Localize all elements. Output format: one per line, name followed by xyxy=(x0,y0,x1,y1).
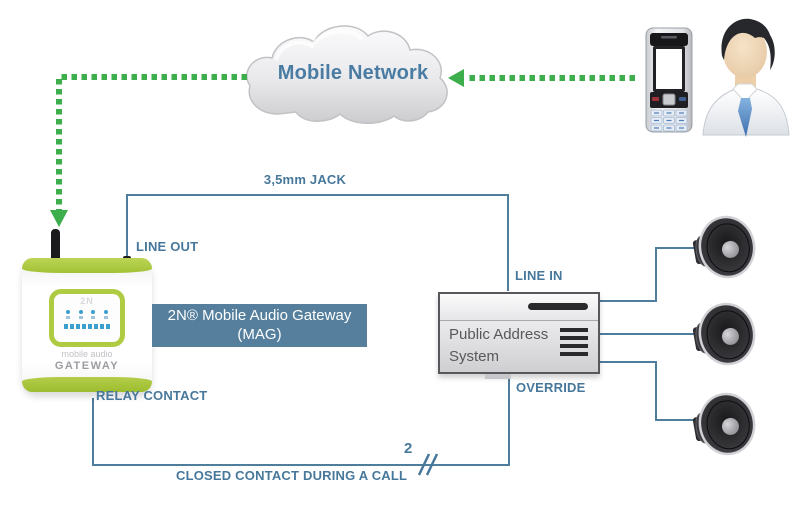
call-icon xyxy=(91,316,96,319)
gateway-device: 2N mobile audio GATEWAY xyxy=(22,258,152,392)
arrow-cloud-to-gateway xyxy=(50,74,247,227)
override-label: OVERRIDE xyxy=(516,380,586,395)
pa-stand xyxy=(485,374,511,379)
caller-icon xyxy=(702,18,790,137)
antenna-icon xyxy=(51,229,60,266)
closed-contact-label: CLOSED CONTACT DURING A CALL xyxy=(176,468,408,483)
speaker-icon-1 xyxy=(692,215,756,279)
device-bottom-band xyxy=(22,377,152,392)
jack-wire-label: 3,5mm JACK xyxy=(263,172,347,187)
wire-count-label: 2 xyxy=(404,440,413,457)
product-banner: 2N® Mobile Audio Gateway (MAG) xyxy=(152,304,367,347)
arrow-phone-to-cloud xyxy=(448,69,635,87)
two-wire-marker xyxy=(417,453,439,476)
device-front-panel: 2N xyxy=(49,289,125,347)
speaker-icon-2 xyxy=(692,302,756,366)
device-top-band xyxy=(22,258,152,273)
banner-subtitle: (MAG) xyxy=(237,325,282,343)
pa-vent-bar xyxy=(560,352,588,356)
led-icon xyxy=(103,310,108,314)
relay-contact-label: RELAY CONTACT xyxy=(96,388,208,403)
device-led-row xyxy=(62,310,112,314)
cloud-icon xyxy=(246,25,448,124)
wire-jack xyxy=(126,194,509,291)
pa-vent-bar xyxy=(560,344,588,348)
mobile-phone-icon xyxy=(645,27,693,133)
wire-speaker-3 xyxy=(600,361,697,421)
wire-relay xyxy=(92,378,510,466)
settings-icon xyxy=(103,316,108,319)
speaker-icon-3 xyxy=(692,392,756,456)
pa-system-label: Public Address System xyxy=(449,324,548,368)
power-icon xyxy=(66,316,71,319)
device-logo: 2N xyxy=(80,296,94,306)
device-brand-line2: GATEWAY xyxy=(54,359,120,372)
led-icon xyxy=(91,310,96,314)
cloud-label: Mobile Network xyxy=(277,62,429,84)
led-icon xyxy=(78,310,83,314)
pa-label-line2: System xyxy=(449,347,500,365)
wires xyxy=(92,194,697,466)
led-icon xyxy=(66,310,71,314)
pa-vent-bar xyxy=(560,336,588,340)
line-out-label: LINE OUT xyxy=(136,239,199,254)
signal-icon xyxy=(78,316,83,319)
device-status-icons xyxy=(62,316,112,319)
pa-display-bar xyxy=(528,303,588,310)
pa-vent-bar xyxy=(560,328,588,332)
wire-speaker-1 xyxy=(600,247,697,302)
pa-label-line1: Public Address xyxy=(449,326,549,343)
device-brand: mobile audio GATEWAY xyxy=(22,349,152,372)
device-brand-line1: mobile audio xyxy=(61,349,113,359)
device-label-strip xyxy=(64,324,110,329)
pa-system-box: Public Address System xyxy=(438,292,600,374)
banner-title: 2N® Mobile Audio Gateway xyxy=(167,306,352,324)
line-in-label: LINE IN xyxy=(515,268,563,283)
